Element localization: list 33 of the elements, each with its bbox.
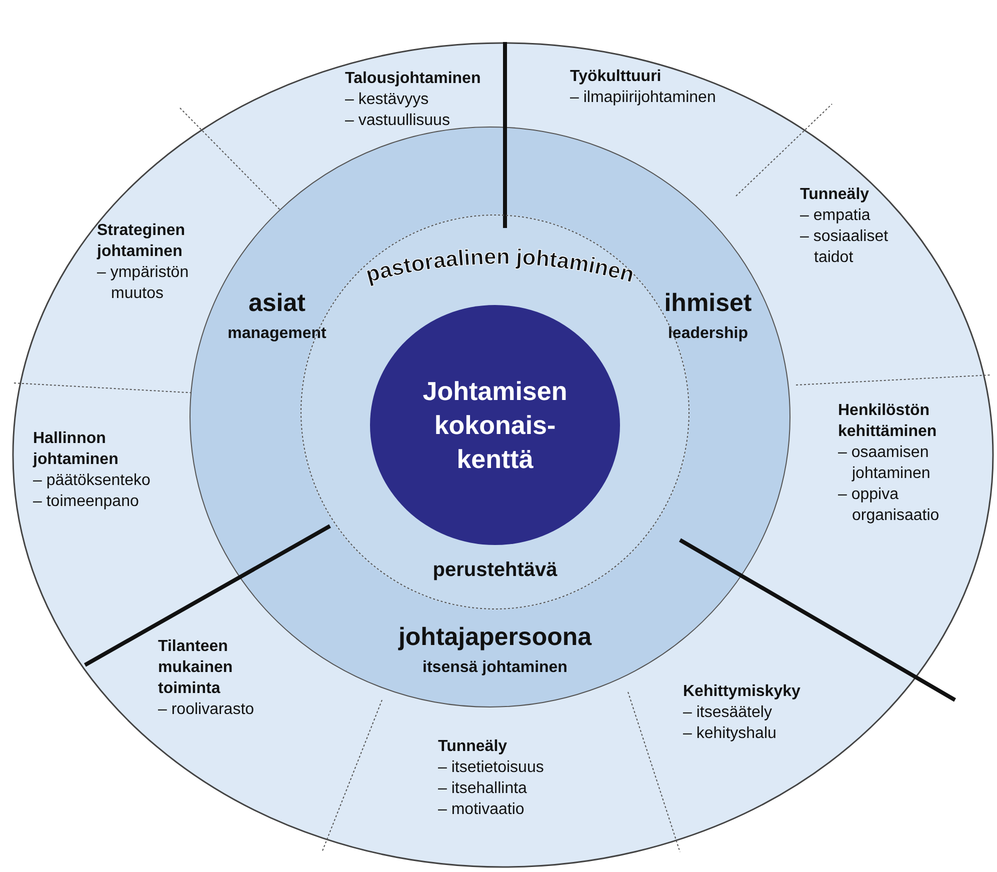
- sector-title: ihmiset: [663, 288, 753, 319]
- ring-label: perustehtävä: [432, 559, 558, 582]
- bullet-item: – vastuullisuus: [345, 111, 451, 131]
- sector-title: johtajapersoona: [397, 622, 593, 653]
- bullet-item: – osaamisen johtaminen: [838, 443, 932, 484]
- segment-heading: Talousjohtaminen: [345, 69, 482, 89]
- center-title: Johtamisen kokonais-kenttä: [422, 375, 568, 476]
- bullet-item: – itsetietoisuus: [438, 758, 545, 778]
- sector-subtitle: itsensä johtaminen: [422, 658, 568, 678]
- bullet-item: – motivaatio: [438, 800, 526, 820]
- bullet-item: – kestävyys: [345, 90, 430, 110]
- bullet-item: – päätöksenteko: [33, 471, 152, 491]
- bullet-item: – toimeenpano: [33, 492, 140, 512]
- segment-heading: Henkilöstön kehittäminen: [838, 401, 938, 442]
- bullet-item: – sosiaaliset taidot: [800, 227, 890, 268]
- sector-subtitle: leadership: [666, 324, 750, 344]
- bullet-item: – ympäristön muutos: [97, 263, 190, 304]
- sector-subtitle: management: [226, 324, 328, 344]
- bullet-item: – ilmapiirijohtaminen: [570, 88, 717, 108]
- segment-heading: Hallinnon johtaminen: [33, 429, 120, 470]
- bullet-item: – oppiva organisaatio: [838, 485, 940, 526]
- segment-heading: Tunneäly: [800, 185, 870, 205]
- bullet-item: – itsesäätely: [683, 703, 773, 723]
- bullet-item: – empatia: [800, 206, 872, 226]
- bullet-item: – itsehallinta: [438, 779, 528, 799]
- bullet-item: – roolivarasto: [158, 700, 256, 720]
- segment-heading: Tunneäly: [438, 737, 508, 757]
- segment-heading: Strateginen johtaminen: [97, 221, 186, 262]
- segment-heading: Tilanteen mukainen toiminta: [158, 637, 234, 699]
- segment-heading: Kehittymiskyky: [683, 682, 802, 702]
- sector-title: asiat: [248, 288, 306, 319]
- segment-heading: Työkulttuuri: [570, 67, 662, 87]
- bullet-item: – kehityshalu: [683, 724, 778, 744]
